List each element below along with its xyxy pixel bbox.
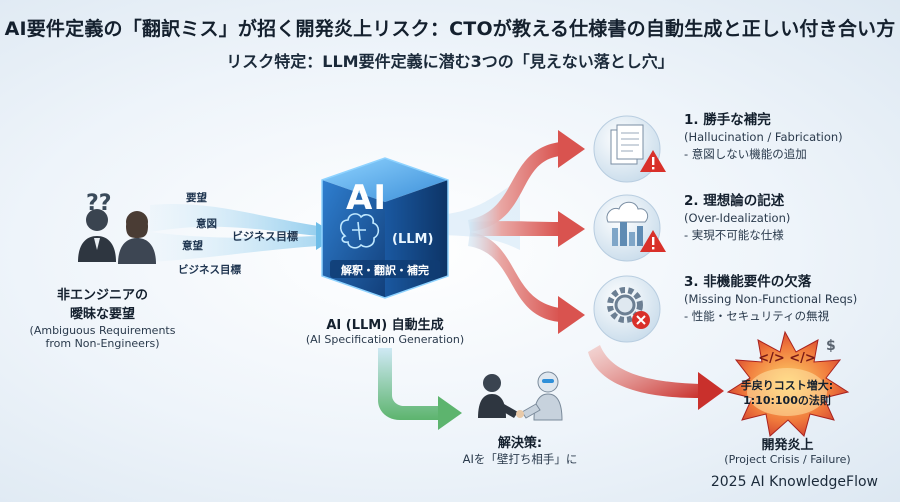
requirements-en-1: (Ambiguous Requirements <box>29 324 176 337</box>
risk-en-3: (Missing Non-Functional Reqs) <box>684 292 858 306</box>
risk-title-2: 2. 理想論の記述 <box>684 193 785 209</box>
solution-heading: 解決策: <box>497 436 543 451</box>
crisis-en: (Project Crisis / Failure) <box>724 453 851 466</box>
warning-icon <box>640 230 666 252</box>
warning-icon <box>640 150 666 172</box>
cost-line-2: 1:10:100の法則 <box>743 394 831 407</box>
flow-word-1: 要望 <box>186 192 207 204</box>
risk-note-2: - 実現不可能な仕様 <box>684 228 784 242</box>
risk-note-3: - 性能・セキュリティの無視 <box>684 309 830 323</box>
question-marks-icon: ?? <box>86 191 112 216</box>
cost-label: 手戻りコスト増大: 1:10:100の法則 <box>727 378 847 408</box>
solution-arrow <box>378 348 462 430</box>
risk-title-3: 3. 非機能要件の欠落 <box>684 274 812 290</box>
flow-word-2: 意図 <box>196 218 217 230</box>
crisis-label: 開発炎上 (Project Crisis / Failure) <box>700 434 875 466</box>
requirements-label: 非エンジニアの 曖昧な要望 (Ambiguous Requirements fr… <box>20 284 185 350</box>
risk-arrow-3 <box>468 232 585 334</box>
risk-item-2: 2. 理想論の記述 (Over-Idealization) - 実現不可能な仕様 <box>684 189 894 243</box>
solution-text: AIを「壁打ち相手」に <box>462 452 578 466</box>
cube-band <box>330 260 440 278</box>
handshake-icon <box>478 371 563 421</box>
cost-line-1: 手戻りコスト増大: <box>740 379 834 392</box>
flow-word-4: ビジネス目標 <box>232 230 298 243</box>
cube-caption-en: (AI Specification Generation) <box>305 333 465 346</box>
crisis-heading: 開発炎上 <box>761 438 814 453</box>
people-icon <box>78 209 156 264</box>
flow-word-3: 意望 <box>182 240 203 252</box>
risk-icon-gear <box>593 275 661 343</box>
risk-title-1: 1. 勝手な補完 <box>684 112 771 128</box>
page-subtitle: リスク特定：LLM要件定義に潜む3つの「見えない落とし穴」 <box>226 52 674 71</box>
explosion-icon: $ <box>726 330 850 437</box>
risk-item-3: 3. 非機能要件の欠落 (Missing Non-Functional Reqs… <box>684 270 894 324</box>
risk-icon-cloud-city <box>593 194 661 262</box>
flow-word-5: ビジネス目標 <box>178 264 241 276</box>
crisis-arrow <box>588 345 724 410</box>
cube-llm-text: (LLM) <box>392 232 434 247</box>
dollar-icon: $ <box>826 338 836 354</box>
risk-en-1: (Hallucination / Fabrication) <box>684 130 843 144</box>
risk-arrow-1 <box>468 130 585 232</box>
risk-icon-document <box>593 115 661 183</box>
brain-icon <box>339 213 380 249</box>
cube-caption-title: AI (LLM) 自動生成 <box>326 318 444 333</box>
ai-cube <box>321 157 449 299</box>
cube-ai-text: AI <box>346 178 387 218</box>
cube-band-text: 解釈・翻訳・補完 <box>341 264 429 277</box>
cube-caption: AI (LLM) 自動生成 (AI Specification Generati… <box>290 314 480 346</box>
risk-arrow-2 <box>470 211 585 247</box>
requirements-heading-1: 非エンジニアの <box>56 288 148 303</box>
risk-item-1: 1. 勝手な補完 (Hallucination / Fabrication) -… <box>684 108 894 162</box>
requirements-heading-2: 曖昧な要望 <box>69 307 135 322</box>
risk-en-2: (Over-Idealization) <box>684 211 791 225</box>
solution-label: 解決策: AIを「壁打ち相手」に <box>440 432 600 467</box>
page-title: AI要件定義の「翻訳ミス」が招く開発炎上リスク：CTOが教える仕様書の自動生成と… <box>4 18 896 40</box>
requirements-en-2: from Non-Engineers) <box>45 337 160 350</box>
risk-note-1: - 意図しない機能の追加 <box>684 147 807 161</box>
footer-credit: 2025 AI KnowledgeFlow <box>710 474 878 490</box>
code-symbol: </> </> <box>758 351 816 366</box>
